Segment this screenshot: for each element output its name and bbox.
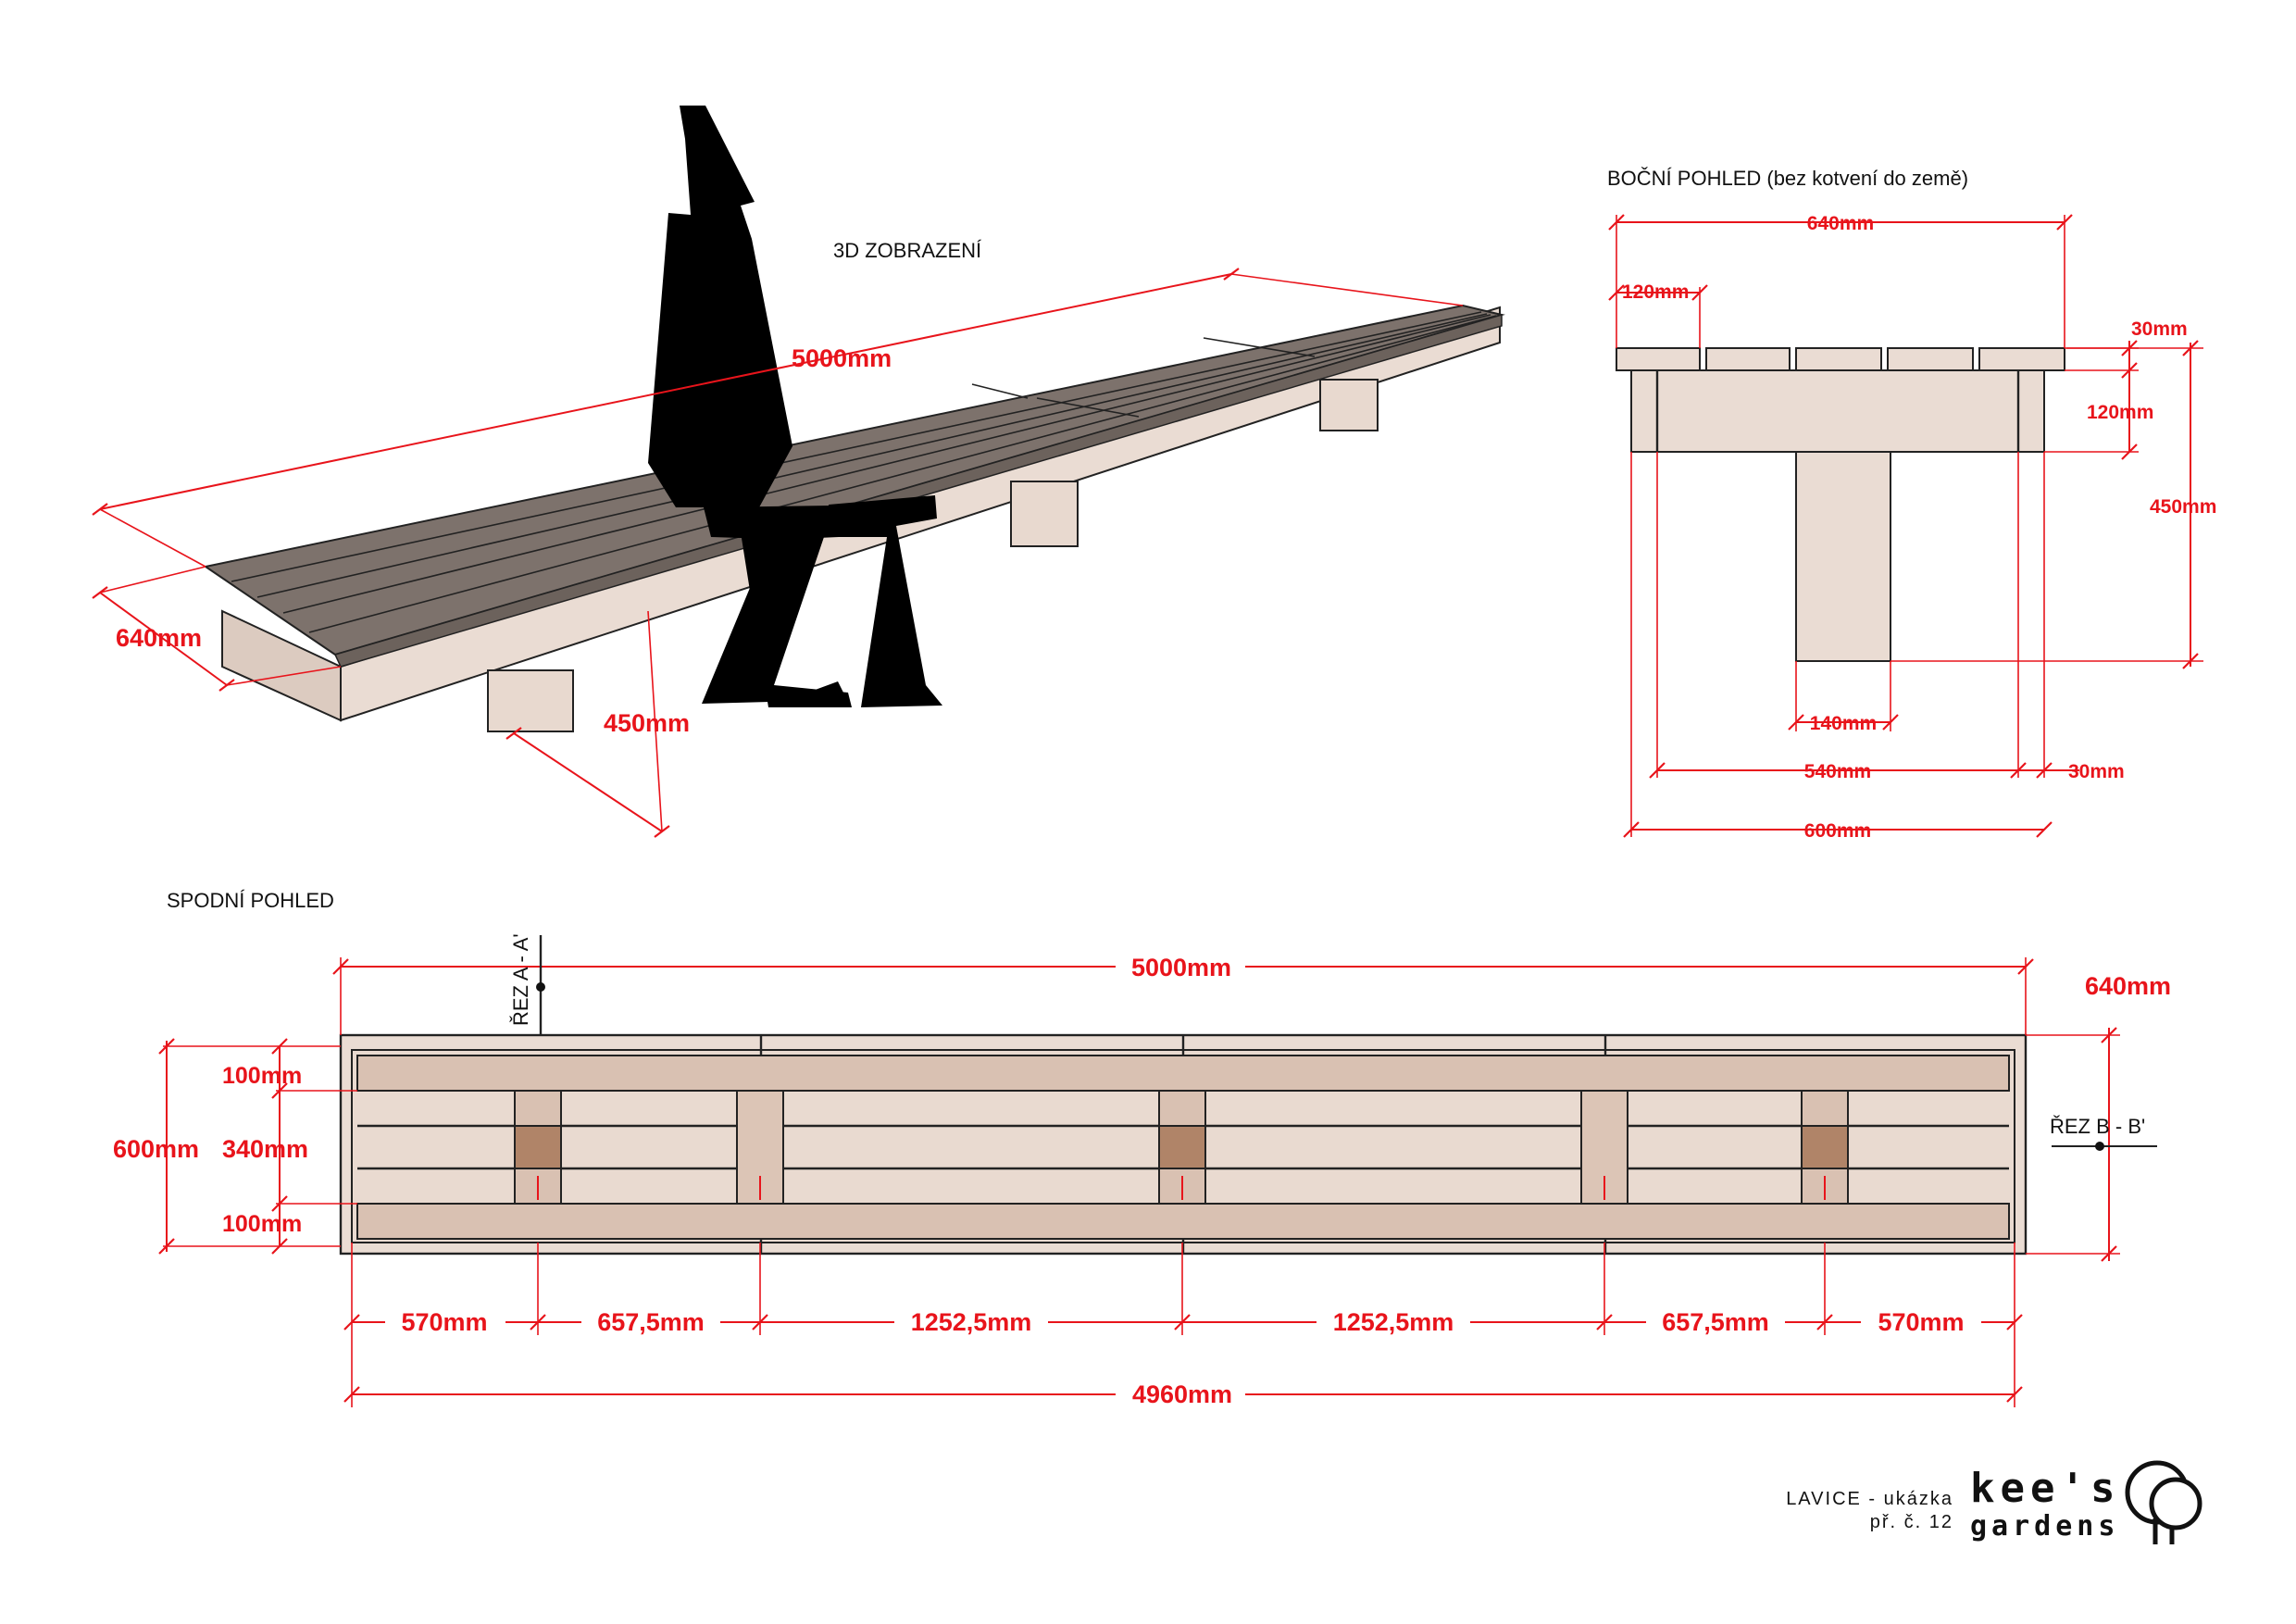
title-bottom-view: SPODNÍ POHLED: [167, 889, 334, 912]
figure-legs-front: [741, 514, 852, 707]
side-dim-overhang: 120mm: [1622, 281, 1689, 303]
bench-3d-view: 5000mm 640mm 450mm 3D ZOBRAZENÍ: [92, 106, 1505, 838]
bottom-rail-bottom: [356, 1203, 2010, 1240]
footer-label-2: př. č. 12: [1870, 1512, 1953, 1532]
bottom-rail-top: [356, 1055, 2010, 1092]
bottom-dim-seg-1: 570mm: [401, 1308, 487, 1336]
logo-text-1: kee's: [1970, 1465, 2120, 1512]
bottom-dim-rail-top: 100mm: [222, 1063, 302, 1089]
bottom-dim-middle: 340mm: [222, 1135, 308, 1163]
side-dim-top-width: 640mm: [1807, 213, 1874, 234]
title-3d-view: 3D ZOBRAZENÍ: [833, 239, 982, 262]
seated-figure: [648, 106, 792, 507]
bottom-dim-frame: 600mm: [113, 1135, 199, 1163]
bottom-dim-seg-4: 1252,5mm: [1333, 1308, 1454, 1336]
side-view: BOČNÍ POHLED (bez kotvení do země) 640mm…: [1607, 167, 2216, 842]
bench-leg-3: [1319, 379, 1379, 431]
side-dim-frame: 120mm: [2087, 402, 2153, 423]
bottom-dim-total: 4960mm: [1132, 1380, 1232, 1408]
title-side-view: BOČNÍ POHLED (bez kotvení do země): [1607, 167, 1968, 190]
bottom-dim-rail-bottom: 100mm: [222, 1211, 302, 1237]
bottom-dim-seg-3: 1252,5mm: [911, 1308, 1032, 1336]
bench-end-face: [221, 609, 342, 722]
bottom-dim-seg-2: 657,5mm: [597, 1308, 705, 1336]
bottom-view: SPODNÍ POHLED: [113, 889, 2171, 1409]
side-frame: [1630, 369, 2045, 453]
side-dim-side-board: 30mm: [2068, 761, 2125, 782]
figure-leg-rear: [829, 495, 942, 707]
dim3d-width: 640mm: [116, 624, 202, 652]
side-dim-height: 450mm: [2150, 496, 2216, 518]
bottom-dim-width: 640mm: [2085, 972, 2171, 1000]
footer-label-1: LAVICE - ukázka: [1786, 1489, 1953, 1509]
logo-text-2: gardens: [1970, 1510, 2119, 1543]
logo-tree-icon: [2125, 1460, 2202, 1544]
bench-leg-1: [487, 669, 574, 732]
dim3d-height: 450mm: [604, 709, 690, 737]
bottom-dim-seg-6: 570mm: [1878, 1308, 1964, 1336]
dim3d-length: 5000mm: [792, 344, 892, 372]
side-dim-inner: 540mm: [1804, 761, 1871, 782]
bottom-dim-length: 5000mm: [1131, 954, 1231, 981]
side-dim-board: 30mm: [2131, 319, 2188, 340]
cut-a-label: ŘEZ A - A': [509, 933, 532, 1026]
cut-b-label: ŘEZ B - B': [2050, 1115, 2145, 1138]
bottom-dim-seg-5: 657,5mm: [1662, 1308, 1769, 1336]
bench-seat-edge: [333, 314, 1503, 668]
side-leg: [1795, 451, 1891, 662]
side-dim-frame-width: 600mm: [1804, 820, 1871, 842]
footer: LAVICE - ukázka př. č. 12 kee's gardens: [1786, 1460, 2202, 1544]
bench-leg-2: [1010, 481, 1079, 547]
side-dim-leg: 140mm: [1810, 713, 1877, 734]
